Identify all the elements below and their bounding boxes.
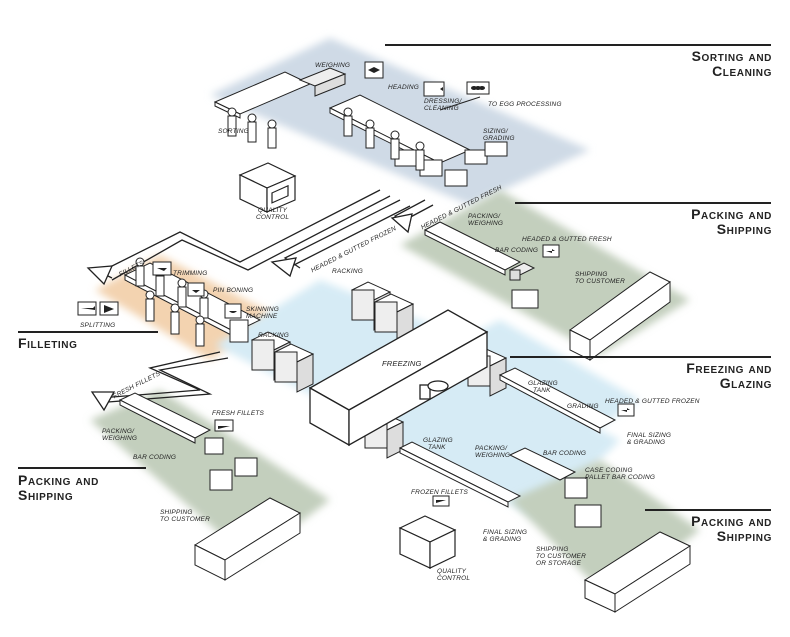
rule-freezing (510, 356, 771, 358)
section-title-line: Shipping (716, 221, 772, 237)
label-shipping-3c: or storage (536, 560, 582, 567)
label-final-sizing-2a: Final sizing (483, 529, 528, 536)
label-case-coding: Case coding (585, 467, 633, 474)
label-racking-1: Racking (258, 332, 290, 339)
flow-arrow-hg-fresh (390, 199, 434, 234)
glazing-line-right (498, 367, 617, 434)
label-to-egg-processing: To egg processing (488, 101, 562, 108)
label-bar-coding-3: Bar coding (543, 450, 587, 457)
label-quality-2: Quality (437, 568, 467, 575)
label-skinning: Skinning (246, 306, 280, 313)
pin-bone-icon (187, 282, 205, 297)
section-title-line: Packing and (18, 472, 99, 488)
label-weighing-2b: Weighing (102, 435, 138, 442)
section-title-freezing-glazing: Freezing and Glazing (686, 361, 772, 391)
label-shipping-2b: to customer (160, 516, 210, 523)
label-sizing: Sizing/ (483, 128, 508, 135)
label-pallet-bar-coding: Pallet bar coding (585, 474, 656, 481)
label-freezing: Freezing (382, 359, 422, 368)
workers-sorting (227, 107, 425, 171)
dressed-fish-icon (423, 81, 445, 97)
label-packing-3a: Packing/ (475, 445, 508, 452)
label-cleaning: Cleaning (424, 105, 459, 112)
rule-packing-2 (18, 467, 146, 469)
label-machine: Machine (246, 313, 278, 320)
label-packing-2a: Packing/ (102, 428, 135, 435)
label-bar-coding-2: Bar coding (133, 454, 177, 461)
flow-arrow-hg-frozen (270, 199, 411, 278)
section-title-packing-shipping-1: Packing and Shipping (691, 207, 772, 237)
label-bar-coding-1: Bar coding (495, 247, 539, 254)
label-grading-2: Grading (567, 403, 599, 410)
section-title-line: Freezing and (686, 360, 772, 376)
label-pin-boning: Pin boning (213, 287, 254, 294)
label-final-sizing-2b: & grading (483, 536, 522, 543)
label-shipping-1a: Shipping (575, 271, 608, 278)
quality-control-station-2 (398, 515, 457, 569)
section-title-packing-shipping-2: Packing and Shipping (18, 473, 99, 503)
rule-packing-1 (515, 202, 771, 204)
flow-arrow-fresh-fillets (90, 351, 229, 412)
section-title-line: Glazing (719, 375, 772, 391)
section-title-line: Packing and (691, 206, 772, 222)
label-quality-1: Quality (258, 207, 288, 214)
label-shipping-1b: to customer (575, 278, 625, 285)
label-weighing: Weighing (315, 62, 351, 69)
label-hg-fresh-item: Headed & gutted fresh (522, 236, 612, 243)
label-dressing: Dressing/ (424, 98, 462, 105)
label-shipping-2a: Shipping (160, 509, 193, 516)
fresh-fillet-icon (214, 419, 234, 432)
label-glazing-1a: Glazing (528, 380, 558, 387)
section-title-sorting-cleaning: Sorting and Cleaning (692, 49, 772, 79)
quality-control-station-1 (238, 162, 297, 213)
label-racking-2: Racking (332, 268, 364, 275)
packing-line-upper (423, 221, 671, 361)
label-hg-frozen-item: Headed & gutted frozen (605, 398, 700, 405)
label-fresh-fillets-item: Fresh fillets (212, 410, 265, 417)
rule-sorting (385, 44, 771, 46)
section-title-line: Packing and (691, 513, 772, 529)
freezer-tunnel (308, 309, 489, 447)
label-weighing-3b: Weighing (475, 452, 511, 459)
glazing-line-lower (398, 441, 588, 508)
label-packing-1a: Packing/ (468, 213, 501, 220)
section-title-filleting: Filleting (18, 336, 78, 351)
label-splitting: Splitting (80, 322, 116, 329)
label-sorting: Sorting (218, 128, 249, 135)
label-glazing-2a: Glazing (423, 437, 453, 444)
label-heading: Heading (388, 84, 420, 91)
label-glazing-2b: Tank (428, 444, 446, 451)
section-title-line: Sorting and (691, 48, 772, 64)
flow-arrow-fillets (86, 189, 391, 286)
label-trimming: Trimming (173, 270, 208, 277)
label-control-2: Control (437, 575, 471, 582)
label-weighing-1b: Weighing (468, 220, 504, 227)
label-glazing-1b: Tank (533, 387, 551, 394)
label-grading: Grading (483, 135, 515, 142)
section-title-line: Shipping (716, 528, 772, 544)
truck-lower (574, 504, 692, 613)
label-final-sizing-1a: Final sizing (627, 432, 672, 439)
rule-packing-3 (645, 509, 771, 511)
label-shipping-3b: to customer (536, 553, 586, 560)
rule-filleting (18, 331, 158, 333)
packing-line-left (118, 392, 302, 581)
label-control-1: Control (256, 214, 290, 221)
section-title-line: Shipping (18, 487, 74, 503)
label-final-sizing-1b: & grading (627, 439, 666, 446)
label-frozen-fillets: Frozen fillets (411, 489, 468, 496)
section-title-line: Cleaning (712, 63, 772, 79)
section-title-packing-shipping-3: Packing and Shipping (691, 514, 772, 544)
label-shipping-3a: Shipping (536, 546, 569, 553)
section-title-line: Filleting (18, 335, 78, 351)
